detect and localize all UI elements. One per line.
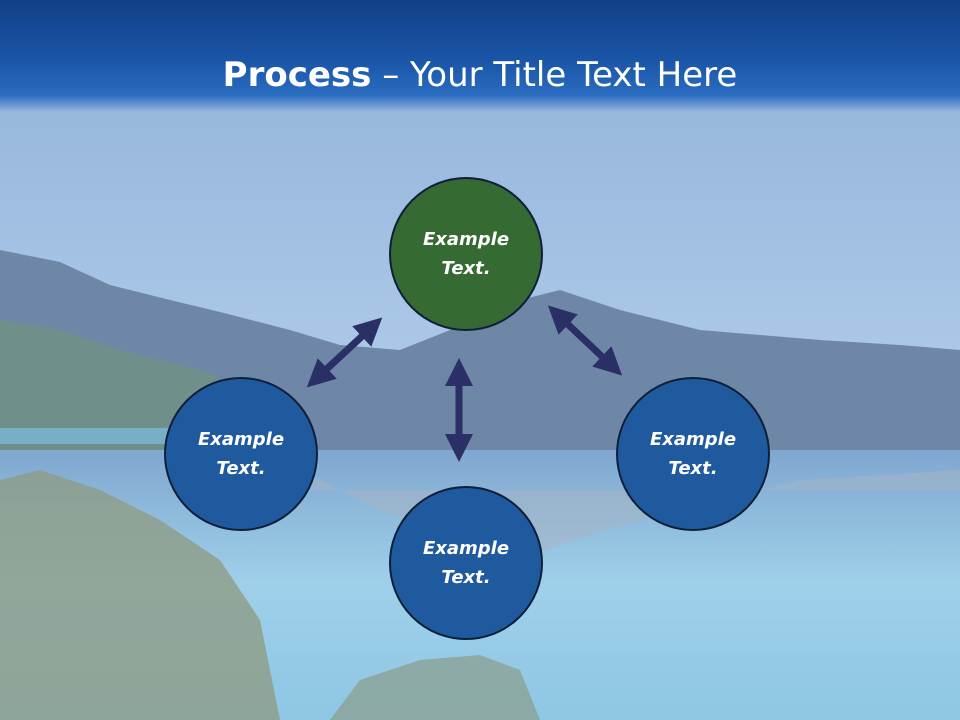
circle-text-line2: Text. <box>441 258 491 279</box>
shore-grass <box>0 470 280 720</box>
process-circle-right[interactable]: Example Text. <box>616 377 770 531</box>
title-rest: Your Title Text Here <box>410 55 738 95</box>
pier <box>0 428 170 444</box>
title-dash: – <box>371 55 411 95</box>
title-bold-part: Process <box>222 55 372 95</box>
circle-text-line1: Example <box>422 538 510 559</box>
slide-title[interactable]: Process – Your Title Text Here <box>0 50 960 100</box>
process-circle-top[interactable]: Example Text. <box>389 177 543 331</box>
title-bar: Process – Your Title Text Here <box>0 0 960 112</box>
circle-text-line1: Example <box>422 229 510 250</box>
process-circle-bottom[interactable]: Example Text. <box>389 486 543 640</box>
circle-text-line1: Example <box>197 429 285 450</box>
circle-text-line2: Text. <box>441 567 491 588</box>
process-circle-left[interactable]: Example Text. <box>164 377 318 531</box>
circle-text-line2: Text. <box>216 458 266 479</box>
circle-text-line1: Example <box>649 429 737 450</box>
circle-text-line2: Text. <box>668 458 718 479</box>
foreground-shrub <box>330 655 540 720</box>
